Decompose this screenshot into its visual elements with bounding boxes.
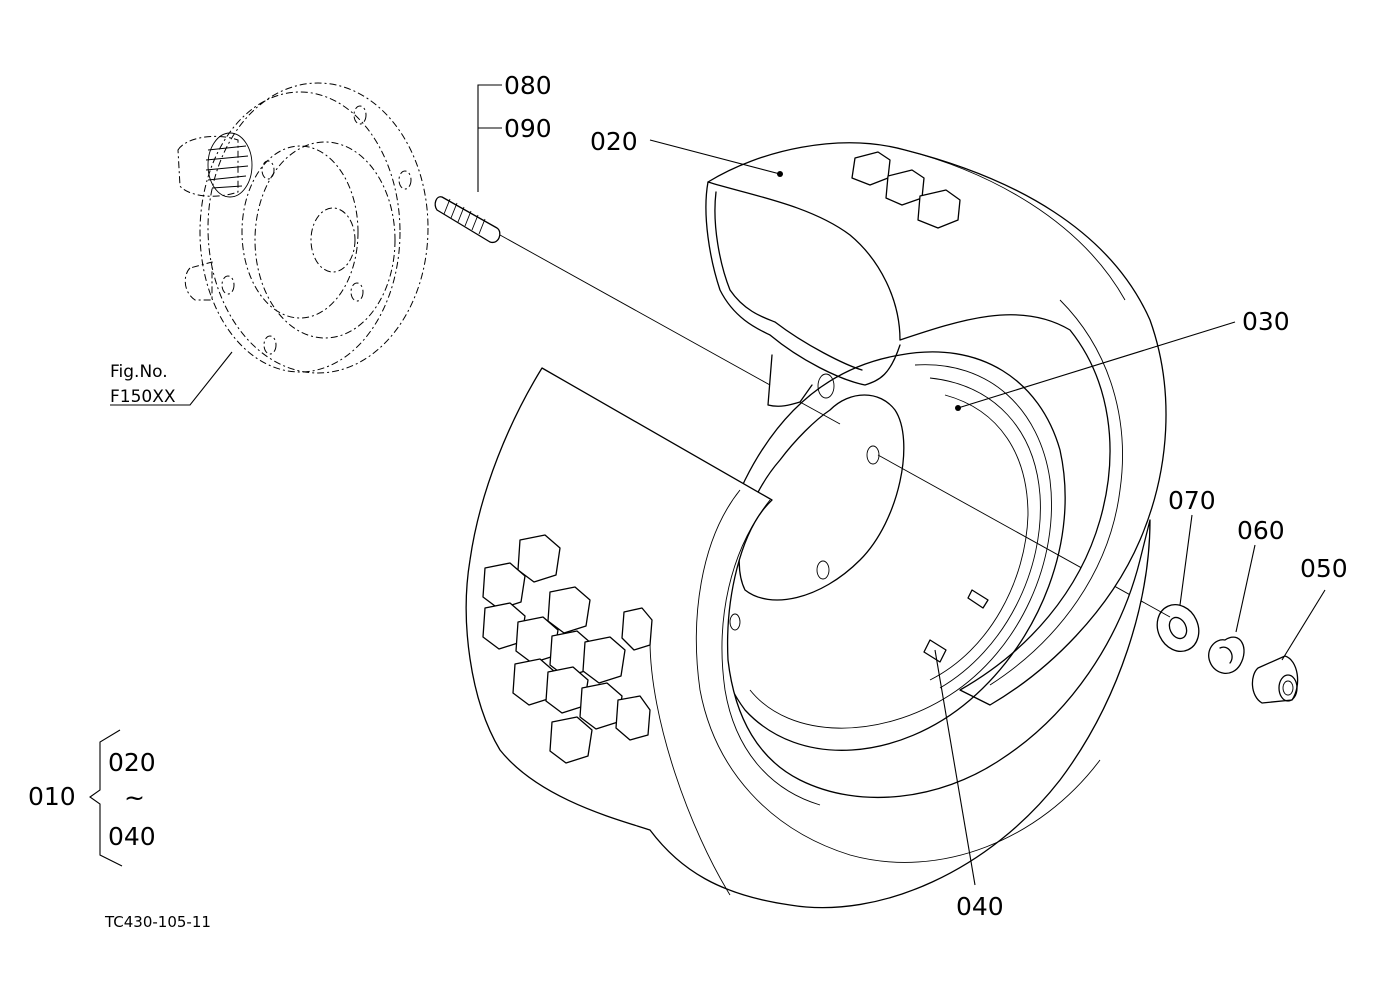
fig-ref-leader [110,351,233,406]
assembly-to: 040 [108,822,156,851]
assembly-axis-line [499,234,1171,618]
callout-080: 080 [504,71,552,100]
tread-blocks [482,534,653,764]
tire-section-lower [465,367,1151,909]
assembly-id: 010 [28,782,76,811]
wheel-nut [1251,655,1299,704]
callout-050: 050 [1300,554,1348,583]
callout-060: 060 [1237,516,1285,545]
wheel-rim [712,351,1066,751]
tire-section-upper [705,142,1167,706]
fig-ref-line1: Fig.No. [110,362,168,382]
stud-bolt [434,196,501,244]
assembly-from: 020 [108,748,156,777]
spring-washer [1208,636,1245,674]
leader-lines [89,84,1326,886]
callout-070: 070 [1168,486,1216,515]
fig-ref-line2: F150XX [110,387,176,407]
callout-090: 090 [504,114,552,143]
drawing-code: TC430-105-11 [104,913,211,931]
assembly-tilde: ~ [124,783,145,812]
callout-040: 040 [956,892,1004,921]
flat-washer [1156,604,1200,652]
callout-020: 020 [590,127,638,156]
callout-030: 030 [1242,307,1290,336]
axle-hub-flange [177,82,429,374]
